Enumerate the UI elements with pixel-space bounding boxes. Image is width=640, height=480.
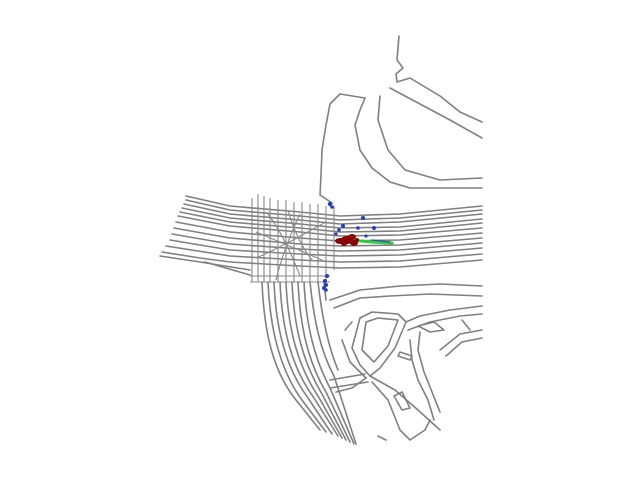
horizontal-highway [159, 195, 483, 276]
agent-dot-icon [356, 226, 360, 230]
agent-dot-icon [341, 224, 345, 228]
agent-dot-icon [324, 288, 328, 292]
southbound-curve [261, 281, 357, 445]
agent-markers [322, 201, 376, 292]
agent-dot-icon [334, 232, 338, 236]
vehicle-cluster-icon [335, 234, 359, 246]
agent-dot-icon [372, 226, 376, 230]
agent-dot-icon [325, 274, 329, 278]
agent-dot-icon [324, 283, 328, 287]
intersection-grid [250, 194, 335, 283]
agent-dot-icon [361, 216, 365, 220]
upper-road-network [319, 35, 483, 204]
agent-dot-icon [327, 201, 333, 207]
agent-dot-icon [330, 205, 334, 209]
agent-dot-icon [337, 228, 341, 232]
agent-dot-icon [364, 234, 368, 238]
agent-dot-icon [323, 279, 327, 283]
lower-road-network [329, 283, 483, 441]
